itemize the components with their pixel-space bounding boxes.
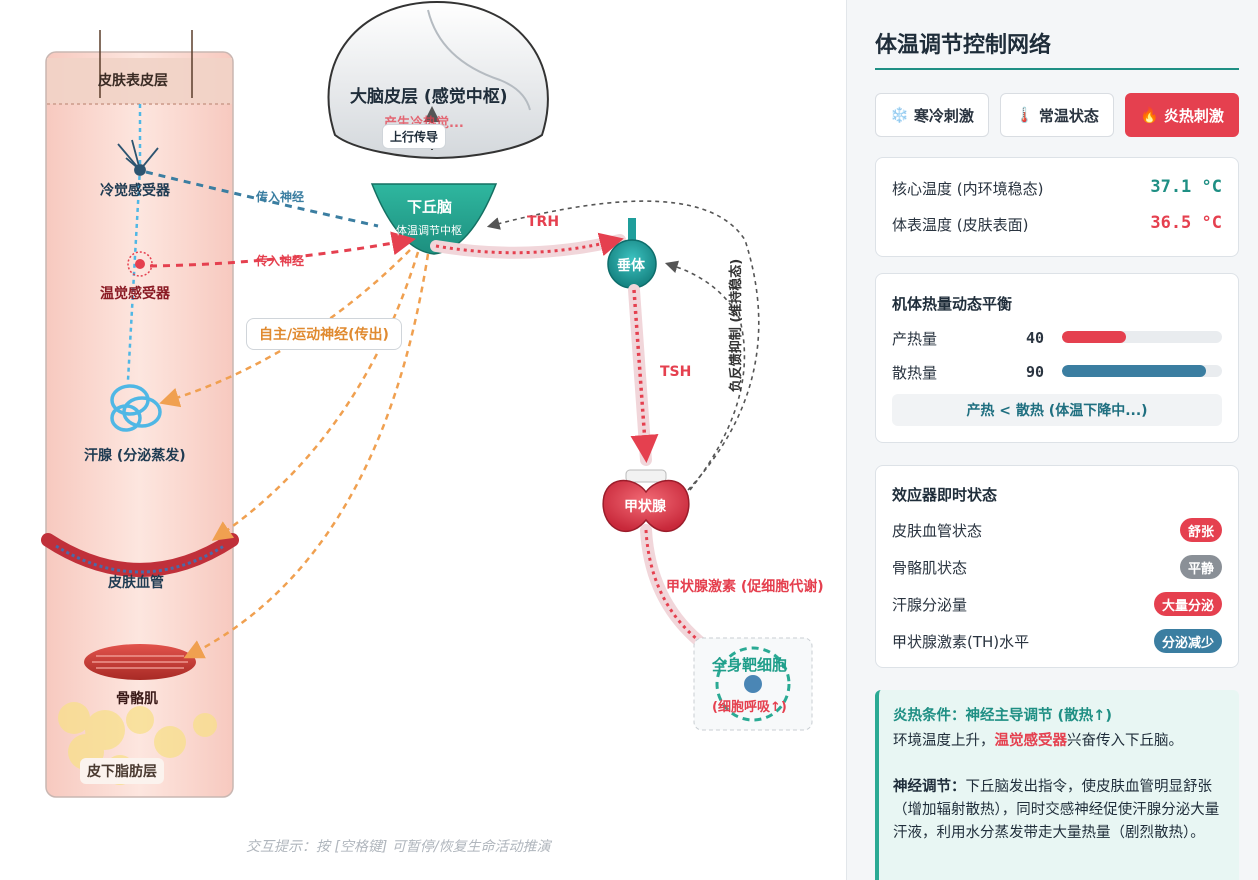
feedback-to-pituitary [664,260,746,491]
interaction-hint: 交互提示：按 [空格键] 可暂停/恢复生命活动推演 [246,839,551,855]
label-feedback: 负反馈抑制 (维持稳态) [729,258,745,393]
balance-status: 产热 < 散热 (体温下降中...) [892,394,1222,426]
explanation-p1-highlight: 温觉感受器 [994,733,1068,749]
heat-production-value: 40 [1026,329,1045,347]
explanation-p2-text: 下丘脑发出指令，使皮肤血管明显舒张（增加辐射散热），同时交感神经促使汗腺分泌大量… [893,779,1220,841]
mode-hot-label: 炎热刺激 [1163,106,1224,125]
label-afferent-warm: 传入神经 [256,254,305,268]
effector-th-label: 甲状腺激素(TH)水平 [892,633,1030,651]
heat-balance-title: 机体热量动态平衡 [892,295,1013,313]
efferent-to-vessel [211,251,420,541]
effector-skin-vessel-label: 皮肤血管状态 [892,522,983,540]
label-cortex: 大脑皮层 (感觉中枢) [350,87,508,107]
label-hypothalamus-sub: 体温调节中枢 [396,224,462,237]
label-target-cells: 全身靶细胞 [712,656,788,674]
explanation-p1-pre: 环境温度上升， [893,733,995,749]
efferent-to-sweat [159,249,411,408]
label-efferent: 自主/运动神经(传出) [246,318,402,350]
explanation-p2-bold: 神经调节： [893,779,966,795]
effector-muscle-label: 骨骼肌状态 [892,559,968,577]
snowflake-icon: ❄️ [890,106,909,124]
label-ascending: 上行传导 [382,124,447,149]
label-sweat-gland: 汗腺 (分泌蒸发) [84,448,186,464]
label-afferent-cold: 传入神经 [256,190,305,204]
surface-temp-value: 36.5 °C [1150,213,1222,233]
thyroid-shape [602,479,690,533]
title-underline [875,68,1239,70]
simulation-stage: 皮肤表皮层 冷觉感受器 温觉感受器 汗腺 (分泌蒸发) 皮肤血管 骨骼肌 皮下脂… [41,0,824,855]
label-skeletal-muscle: 骨骼肌 [116,691,158,707]
heat-loss-label: 散热量 [892,364,938,382]
mode-normal-button[interactable]: 🌡️ 常温状态 [1000,93,1114,137]
heat-loss-value: 90 [1026,363,1045,381]
effector-th-badge: 分泌减少 [1153,629,1222,653]
effector-sweat-label: 汗腺分泌量 [892,596,968,614]
label-cold-receptor: 冷觉感受器 [100,183,170,199]
heat-production-fill [1062,331,1126,343]
control-panel: 体温调节控制网络 ❄️ 寒冷刺激 🌡️ 常温状态 🔥 炎热刺激 核心温度 (内环… [846,0,1258,880]
thermometer-icon: 🌡️ [1015,106,1034,124]
label-hypothalamus: 下丘脑 [407,198,453,216]
label-epidermis: 皮肤表皮层 [98,73,168,89]
target-cell-membrane [715,646,791,722]
label-pituitary: 垂体 [617,258,645,274]
surface-temp-label: 体表温度 (皮肤表面) [892,216,1029,234]
effectors-title: 效应器即时状态 [892,486,998,504]
label-thyroid-hormone: 甲状腺激素 (促细胞代谢) [666,579,824,595]
core-temp-value: 37.1 °C [1150,177,1222,197]
mode-normal-label: 常温状态 [1038,106,1099,125]
explanation-p1-post: 兴奋传入下丘脑。 [1067,733,1183,749]
afferent-warm-path [149,231,416,268]
hormone-arrow [644,529,699,642]
explanation-title: 炎热条件：神经主导调节 (散热↑) [893,708,1112,724]
epidermis-band [47,58,232,104]
explanation-paragraph-2: 神经调节：下丘脑发出指令，使皮肤血管明显舒张（增加辐射散热），同时交感神经促使汗… [893,776,1225,845]
label-trh: TRH [527,214,560,230]
afferent-cold-path [145,170,379,228]
cortex-fold [427,9,531,111]
trh-arrow [435,232,624,257]
efferent-to-muscle [183,253,430,659]
label-warm-receptor: 温觉感受器 [100,286,170,302]
thyroid-top [625,469,667,483]
target-cell-nucleus [744,675,762,693]
pituitary-stalk [628,218,636,244]
label-tsh: TSH [660,364,692,380]
explanation-paragraph-1: 环境温度上升，温觉感受器兴奋传入下丘脑。 [893,730,1225,753]
thermoregulation-diagram [41,0,813,798]
effector-muscle-badge: 平静 [1179,555,1222,579]
panel-title: 体温调节控制网络 [875,33,1052,58]
sweat-gland-icon [110,384,162,432]
heat-balance-card: 机体热量动态平衡 产热量 40 散热量 90 产热 < 散热 (体温下降中...… [875,273,1239,443]
effectors-card: 效应器即时状态 皮肤血管状态 舒张 骨骼肌状态 平静 汗腺分泌量 大量分泌 甲状… [875,465,1239,668]
mode-cold-label: 寒冷刺激 [913,106,974,125]
cold-receptor-icon [117,139,159,176]
skeletal-muscle-icon [84,644,196,680]
label-cell-respiration: (细胞呼吸↑) [712,700,787,715]
explanation-box: 炎热条件：神经主导调节 (散热↑) 环境温度上升，温觉感受器兴奋传入下丘脑。 神… [875,690,1239,880]
heat-loss-bar [1062,365,1222,377]
label-subcutaneous: 皮下脂肪层 [80,758,164,784]
mode-hot-button[interactable]: 🔥 炎热刺激 [1125,93,1239,137]
effector-skin-vessel-badge: 舒张 [1179,518,1222,542]
effector-sweat-badge: 大量分泌 [1153,592,1222,616]
trh-path [430,234,626,259]
heat-production-label: 产热量 [892,330,938,348]
label-skin-vessel: 皮肤血管 [108,575,164,591]
fire-icon: 🔥 [1140,106,1159,124]
heat-production-bar [1062,331,1222,343]
temperature-card: 核心温度 (内环境稳态) 37.1 °C 体表温度 (皮肤表面) 36.5 °C [875,157,1239,257]
core-temp-label: 核心温度 (内环境稳态) [892,180,1044,198]
mode-cold-button[interactable]: ❄️ 寒冷刺激 [875,93,989,137]
warm-receptor-icon [127,251,153,277]
label-thyroid: 甲状腺 [624,499,666,515]
cortex-shape [327,0,549,160]
heat-loss-fill [1062,365,1206,377]
